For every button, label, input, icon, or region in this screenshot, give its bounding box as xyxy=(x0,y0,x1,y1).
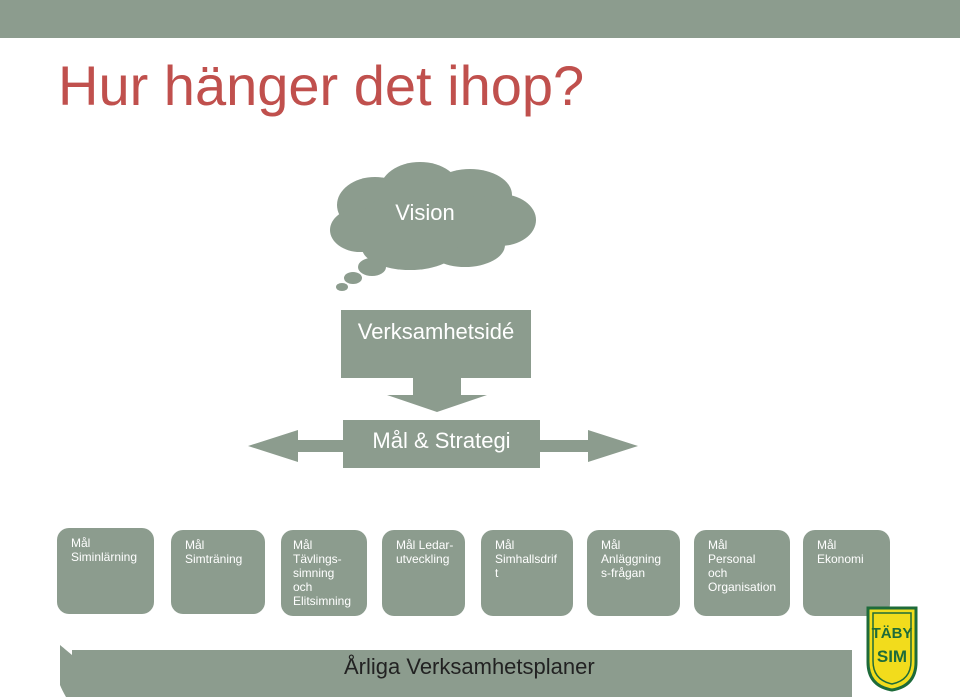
taby-sim-logo: TÄBY SIM xyxy=(862,604,922,692)
logo-text-taby: TÄBY xyxy=(872,625,913,642)
banner-label: Årliga Verksamhetsplaner xyxy=(344,654,595,680)
logo-text-sim: SIM xyxy=(877,647,907,666)
